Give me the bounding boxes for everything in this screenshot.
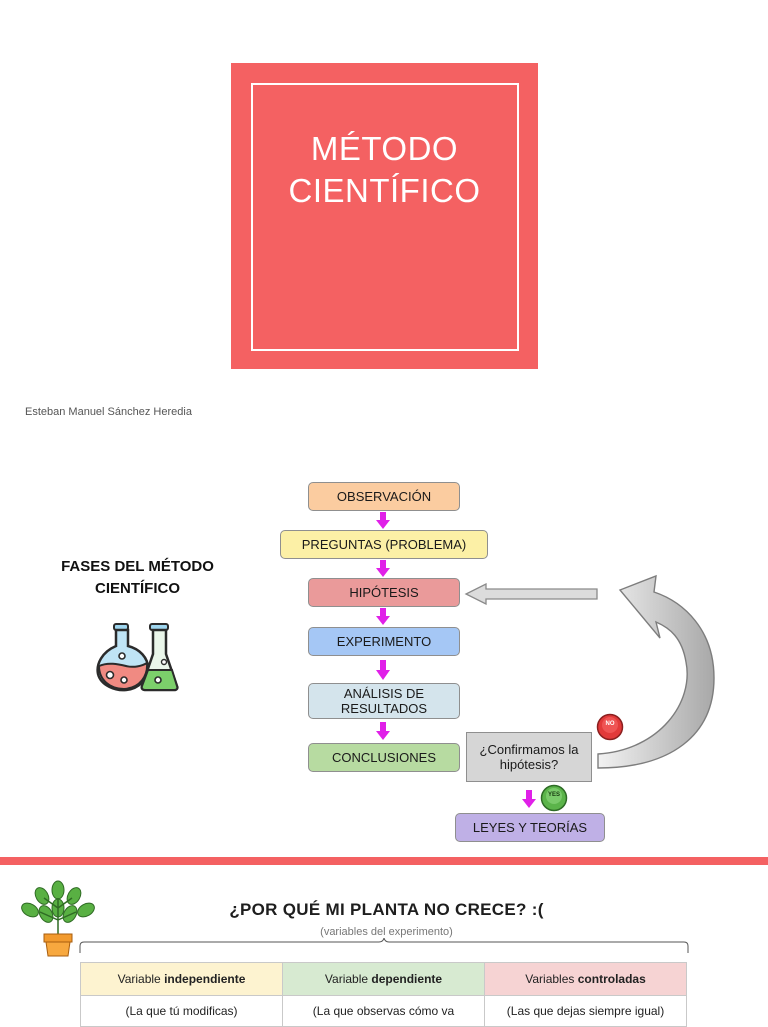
- yes-badge-label: YES: [547, 792, 560, 798]
- no-badge-label: NO: [605, 721, 615, 727]
- experiment-heading: ¿POR QUÉ MI PLANTA NO CRECE? :(: [229, 900, 544, 919]
- question-line-1: ¿Confirmamos la: [479, 742, 579, 757]
- down-arrow-3: [376, 608, 390, 625]
- desc-dependent: (La que observas cómo va: [282, 995, 485, 1027]
- table-brace: [79, 938, 689, 953]
- header-dependent: Variable dependiente: [282, 962, 485, 996]
- confirm-hypothesis-box: ¿Confirmamos la hipótesis?: [466, 732, 592, 782]
- phases-heading: FASES DEL MÉTODO CIENTÍFICO: [40, 556, 235, 600]
- back-to-hypothesis-arrow: [464, 583, 598, 605]
- phases-heading-line-2: CIENTÍFICO: [95, 580, 180, 597]
- no-badge-icon: [596, 713, 624, 741]
- down-arrow-5: [376, 722, 390, 740]
- curved-return-arrow: [597, 574, 715, 769]
- step-analysis: ANÁLISIS DE RESULTADOS: [308, 683, 460, 719]
- slide-title: MÉTODO CIENTÍFICO: [231, 128, 538, 212]
- potted-plant-icon: [21, 880, 95, 957]
- step-questions: PREGUNTAS (PROBLEMA): [280, 530, 488, 559]
- step-laws-theories: LEYES Y TEORÍAS: [455, 813, 605, 842]
- title-card: [231, 63, 538, 369]
- down-arrow-6: [522, 790, 536, 808]
- variables-desc-row: (La que tú modificas) (La que observas c…: [80, 995, 687, 1027]
- step-experiment: EXPERIMENTO: [308, 627, 460, 656]
- title-line-2: CIENTÍFICO: [288, 172, 481, 209]
- question-line-2: hipótesis?: [499, 757, 559, 772]
- yes-badge-icon: [540, 784, 568, 812]
- variables-table: Variable independiente Variable dependie…: [80, 962, 687, 1027]
- desc-independent: (La que tú modificas): [80, 995, 283, 1027]
- title-line-1: MÉTODO: [310, 130, 459, 167]
- phases-heading-line-1: FASES DEL MÉTODO: [61, 558, 214, 575]
- header-independent: Variable independiente: [80, 962, 283, 996]
- chemistry-flask-icon: [96, 623, 179, 692]
- slide-divider: [0, 857, 768, 865]
- variables-header-row: Variable independiente Variable dependie…: [80, 962, 687, 996]
- title-frame: [251, 83, 519, 351]
- desc-controlled: (Las que dejas siempre igual): [484, 995, 687, 1027]
- header-controlled: Variables controladas: [484, 962, 687, 996]
- author-name: Esteban Manuel Sánchez Heredia: [25, 406, 192, 418]
- down-arrow-1: [376, 512, 390, 529]
- experiment-subheading: (variables del experimento): [320, 926, 453, 938]
- step-observation: OBSERVACIÓN: [308, 482, 460, 511]
- down-arrow-4: [376, 660, 390, 680]
- step-hypothesis: HIPÓTESIS: [308, 578, 460, 607]
- down-arrow-2: [376, 560, 390, 577]
- step-conclusions: CONCLUSIONES: [308, 743, 460, 772]
